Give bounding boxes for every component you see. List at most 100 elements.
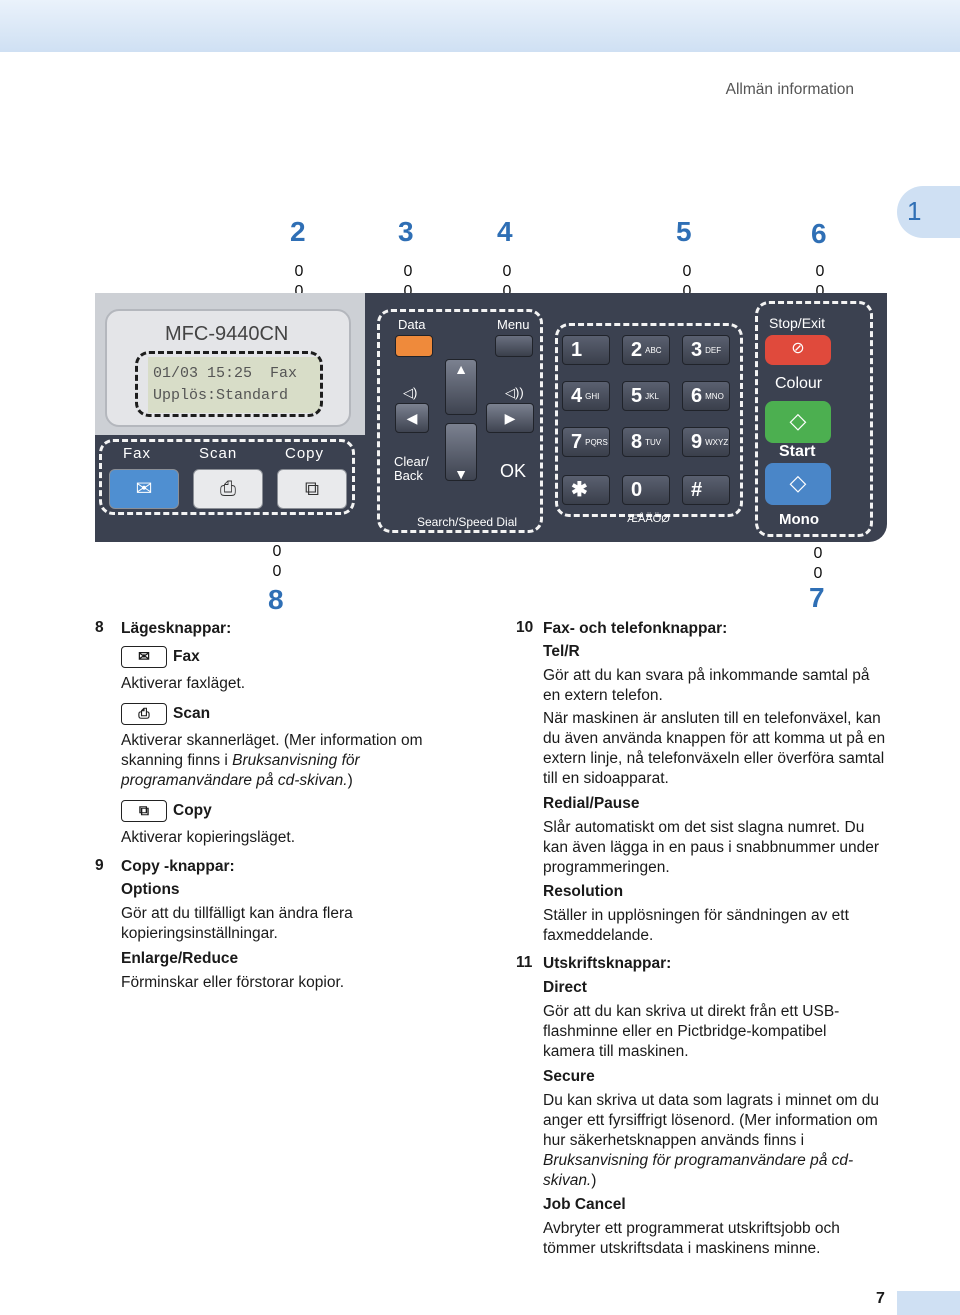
copy-description: Aktiverar kopieringsläget.	[121, 829, 296, 846]
options-description: Gör att du tillfälligt kan ändra flera k…	[121, 905, 353, 942]
scan-description: Aktiverar skannerläget. (Mer information…	[121, 732, 423, 789]
callout-5: 5	[676, 216, 692, 247]
special-chars-label: ÆÅÄÖØ	[627, 513, 670, 525]
tel-r-label: Tel/R	[543, 643, 580, 660]
job-cancel-label: Job Cancel	[543, 1196, 626, 1213]
mode-label-scan: Scan	[199, 445, 238, 462]
volume-down-button[interactable]: ▼	[445, 423, 477, 482]
mono-label: Mono	[779, 511, 819, 528]
start-label: Start	[779, 443, 816, 460]
key-hash[interactable]: #	[682, 475, 730, 505]
page-number-tab	[897, 1291, 960, 1315]
header-band	[0, 0, 960, 52]
item-8-number: 8	[95, 619, 104, 636]
item-8-title: Lägesknappar:	[121, 620, 232, 637]
callout-4: 4	[497, 216, 513, 247]
clear-back-label: Clear/ Back	[394, 454, 429, 483]
callout-2: 2	[290, 216, 306, 247]
direct-label: Direct	[543, 979, 587, 996]
direct-description: Gör att du kan skriva ut direkt från ett…	[543, 1003, 840, 1060]
scanner-icon: ⎙	[121, 703, 167, 725]
fax-machine-icon: ✉	[121, 646, 167, 668]
item-11-title: Utskriftsknappar:	[543, 955, 672, 972]
dial-pad-highlight	[555, 323, 743, 517]
resolution-label: Resolution	[543, 883, 624, 900]
model-name: MFC-9440CN	[165, 323, 289, 345]
key-star[interactable]: ✱	[562, 475, 610, 505]
copy-entry: ⧉Copy	[121, 800, 212, 822]
item-11-number: 11	[516, 954, 533, 971]
start-diamond-icon: ◇	[789, 470, 807, 495]
scan-mode-button[interactable]: ⎙	[193, 469, 263, 509]
menu-button[interactable]	[495, 335, 533, 357]
start-stop-highlight	[755, 301, 873, 537]
fax-mode-button[interactable]: ✉	[109, 469, 179, 509]
resolution-description: Ställer in upplösningen för sändningen a…	[543, 907, 849, 944]
mode-keys-highlight	[99, 439, 355, 515]
control-panel: MFC-9440CN 01/03 15:25 Fax Upplös:Standa…	[95, 293, 887, 542]
chapter-number: 1	[907, 196, 922, 226]
enlarge-reduce-label: Enlarge/Reduce	[121, 950, 239, 967]
stop-exit-label: Stop/Exit	[769, 315, 826, 331]
lcd-line-2: Upplös:Standard	[153, 387, 289, 404]
stop-exit-button[interactable]: ⊘	[765, 335, 831, 365]
start-diamond-icon: ◇	[789, 408, 807, 433]
colour-start-button[interactable]: ◇	[765, 401, 831, 443]
copier-icon: ⧉	[121, 800, 167, 822]
item-10-number: 10	[516, 619, 534, 636]
scanner-icon: ⎙	[220, 478, 236, 500]
volume-up-button[interactable]: ▲	[445, 359, 477, 415]
secure-label: Secure	[543, 1068, 595, 1085]
data-button[interactable]	[395, 335, 433, 357]
key-1[interactable]: 1	[562, 335, 610, 365]
job-cancel-description: Avbryter ett programmerat utskriftsjobb …	[543, 1220, 840, 1257]
stop-icon: ⊘	[791, 340, 805, 357]
mode-label-copy: Copy	[285, 445, 325, 462]
lcd-highlight	[135, 351, 323, 417]
lcd-screen	[148, 357, 320, 413]
options-label: Options	[121, 881, 180, 898]
item-9-number: 9	[95, 857, 104, 874]
copy-mode-button[interactable]: ⧉	[277, 469, 347, 509]
redial-pause-description: Slår automatiskt om det sist slagna numr…	[543, 819, 880, 876]
copier-icon: ⧉	[304, 478, 320, 500]
tel-r-description-1: Gör att du kan svara på inkommande samta…	[543, 667, 870, 704]
callout-7: 7	[809, 582, 825, 613]
callout-8: 8	[268, 584, 284, 615]
key-0[interactable]: 0	[622, 475, 670, 505]
data-label: Data	[398, 317, 426, 332]
secure-description: Du kan skriva ut data som lagrats i minn…	[543, 1092, 879, 1189]
right-arrow-button[interactable]: ▶	[486, 403, 534, 433]
ok-label: OK	[500, 461, 527, 481]
fax-machine-icon: ✉	[135, 478, 153, 500]
scan-entry: ⎙Scan	[121, 703, 210, 725]
navigation-highlight	[377, 309, 543, 533]
fax-description: Aktiverar faxläget.	[121, 675, 246, 692]
callout-3: 3	[398, 216, 414, 247]
speaker-icon: ◁)	[403, 385, 418, 400]
tel-r-description-2: När maskinen är ansluten till en telefon…	[543, 710, 886, 787]
left-arrow-button[interactable]: ◀	[395, 403, 429, 433]
chapter-tab	[897, 186, 960, 238]
colour-label: Colour	[775, 375, 823, 392]
page-number: 7	[876, 1290, 885, 1307]
fax-entry: ✉Fax	[121, 646, 200, 668]
redial-pause-label: Redial/Pause	[543, 795, 640, 812]
callout-6: 6	[811, 218, 827, 249]
mono-start-button[interactable]: ◇	[765, 463, 831, 505]
enlarge-reduce-description: Förminskar eller förstorar kopior.	[121, 974, 345, 991]
